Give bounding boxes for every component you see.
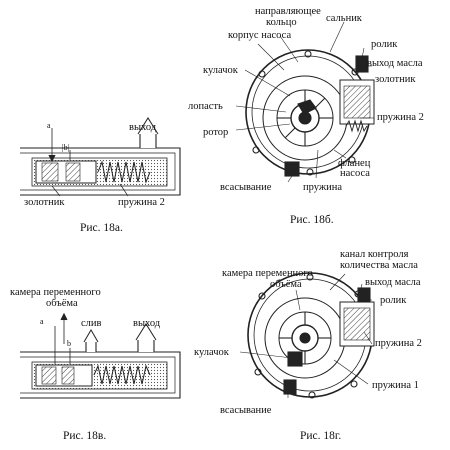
fig18g-drawing <box>239 272 375 399</box>
fig18g-label-channel-1: канал контроля <box>340 249 409 260</box>
fig18g-label-roller: ролик <box>380 295 407 306</box>
fig18v-label-drain: слив <box>81 318 102 329</box>
fig18b-label-vane: лопасть <box>188 101 223 112</box>
fig18a-label-spring2: пружина 2 <box>118 197 165 208</box>
fig18b-label-rotor: ротор <box>203 127 229 138</box>
fig18g-label-oil-out: выход масла <box>365 277 421 288</box>
fig18g-label-channel-2: количества масла <box>340 260 418 271</box>
fig18b-label-oil-out: выход масла <box>367 58 423 69</box>
fig18a-caption: Рис. 18а. <box>80 222 123 234</box>
fig18b-label-pump-body: корпус насоса <box>228 30 292 41</box>
fig18b-label-roller: ролик <box>371 39 398 50</box>
fig18b-label-guide-ring-1: направляющее <box>255 6 321 17</box>
fig18v-caption: Рис. 18в. <box>63 430 107 442</box>
fig18a-drawing <box>20 117 181 197</box>
fig18b-label-spring: пружина <box>303 182 342 193</box>
fig18g-label-cam: кулачок <box>194 347 229 358</box>
fig18g-label-spring2: пружина 2 <box>375 338 422 349</box>
fig18b-label-cam: кулачок <box>203 65 238 76</box>
fig18g-caption: Рис. 18г. <box>300 430 342 442</box>
fig18v-label-a: а <box>40 317 44 326</box>
fig18a-label-a: а <box>47 121 51 130</box>
fig18a-label-b: |b| <box>62 143 70 152</box>
fig18a-label-spool: золотник <box>24 197 65 208</box>
fig18v-drawing <box>20 312 181 399</box>
fig18v-label-chamber-1: камера переменного <box>10 287 101 298</box>
fig18v-label-exit: выход <box>133 318 161 329</box>
fig18g-label-chamber-2: объёма <box>270 279 302 290</box>
fig18b-label-seal: сальник <box>326 13 362 24</box>
fig18b-label-flange-1: фланец <box>338 158 371 169</box>
fig18v-label-chamber-2: объёма <box>46 298 78 309</box>
fig18b-label-spool: золотник <box>375 74 416 85</box>
fig18g-label-chamber-1: камера переменного <box>222 268 313 279</box>
fig18b-label-guide-ring-2: кольцо <box>266 17 297 28</box>
fig18b-caption: Рис. 18б. <box>290 214 334 226</box>
fig18b-label-flange-2: насоса <box>340 168 370 179</box>
fig18v-label-b: b <box>67 339 71 348</box>
fig18g-label-suction: всасывание <box>220 405 272 416</box>
fig18b-drawing <box>235 21 375 183</box>
fig18b-label-spring2: пружина 2 <box>377 112 424 123</box>
fig18g-label-spring1: пружина 1 <box>372 380 419 391</box>
fig18a-label-exit: выход <box>129 122 157 133</box>
fig18b-label-suction: всасывание <box>220 182 272 193</box>
